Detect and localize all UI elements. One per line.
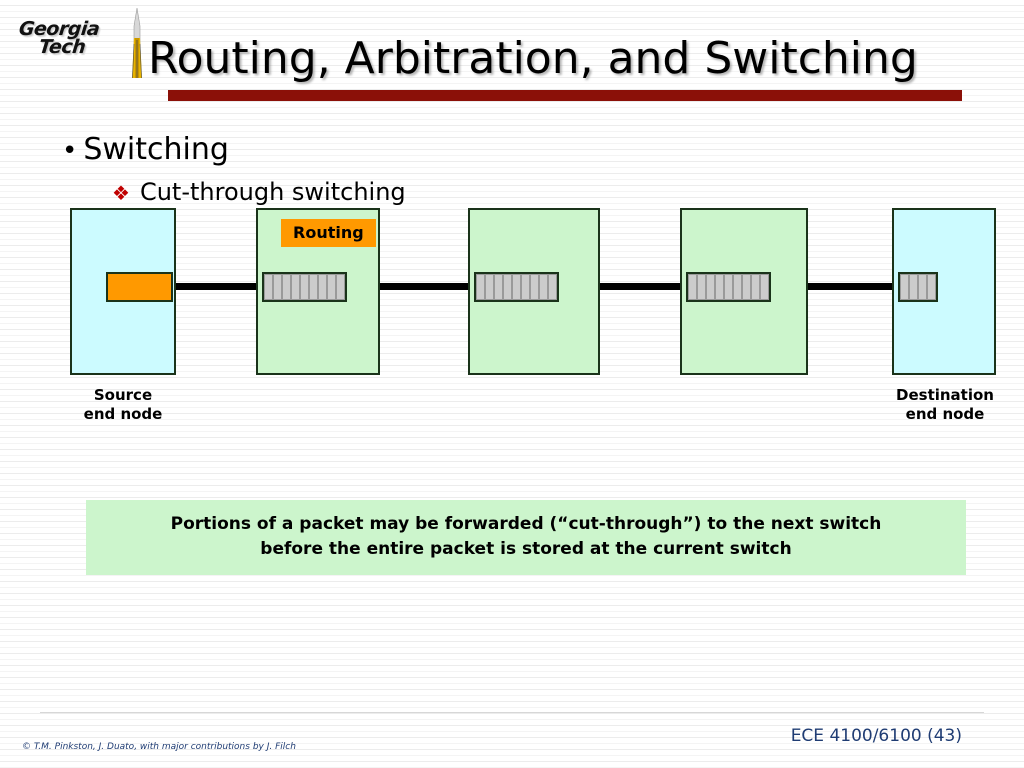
flit xyxy=(109,275,116,299)
bullet-level2: ❖ Cut-through switching xyxy=(112,178,406,206)
flit xyxy=(901,275,908,299)
caption-destination-line2: end node xyxy=(905,404,985,423)
caption-source-line1: Source xyxy=(93,386,153,404)
flit xyxy=(707,275,714,299)
flit xyxy=(283,275,290,299)
flit xyxy=(154,275,161,299)
flit xyxy=(919,275,926,299)
callout-box: Portions of a packet may be forwarded (“… xyxy=(86,500,966,576)
flit xyxy=(504,275,511,299)
flit xyxy=(163,275,170,299)
flit xyxy=(928,275,935,299)
flit xyxy=(689,275,696,299)
caption-destination-end-node: Destination end node xyxy=(874,386,1016,424)
georgia-tech-logo: Georgia Tech xyxy=(14,6,154,86)
flit xyxy=(310,275,317,299)
node-switch-2 xyxy=(468,208,600,375)
callout-line-1: Portions of a packet may be forwarded (“… xyxy=(170,514,882,534)
packet-flits-destination xyxy=(898,272,938,302)
footer-divider xyxy=(40,712,984,713)
node-switch-3 xyxy=(680,208,808,375)
flit xyxy=(136,275,143,299)
flit xyxy=(910,275,917,299)
flit xyxy=(549,275,556,299)
link-switch2-to-switch3 xyxy=(592,283,684,290)
tech-tower-icon xyxy=(132,8,142,79)
flit xyxy=(513,275,520,299)
flit xyxy=(337,275,344,299)
caption-source-line2: end node xyxy=(83,404,163,423)
routing-badge: Routing xyxy=(281,219,376,247)
bullet-level1-label: Switching xyxy=(83,132,229,167)
caption-destination-line1: Destination xyxy=(896,386,994,404)
flit xyxy=(118,275,125,299)
link-switch1-to-switch2 xyxy=(378,283,474,290)
flit xyxy=(477,275,484,299)
flit xyxy=(522,275,529,299)
flit xyxy=(486,275,493,299)
flit xyxy=(752,275,759,299)
packet-flits-switch-2 xyxy=(474,272,559,302)
flit xyxy=(127,275,134,299)
bullet-level1: • Switching xyxy=(62,132,229,167)
flit xyxy=(301,275,308,299)
flit xyxy=(698,275,705,299)
flit xyxy=(743,275,750,299)
flit xyxy=(495,275,502,299)
flit xyxy=(328,275,335,299)
flit xyxy=(725,275,732,299)
link-source-to-switch1 xyxy=(168,283,262,290)
node-destination-end-node xyxy=(892,208,996,375)
packet-flits-switch-3 xyxy=(686,272,771,302)
logo-line-tech: Tech xyxy=(37,36,87,58)
flit xyxy=(761,275,768,299)
flit xyxy=(734,275,741,299)
logo-wordmark: Georgia Tech xyxy=(16,18,101,58)
footer-course-label: ECE 4100/6100 (43) xyxy=(790,726,962,746)
flit xyxy=(265,275,272,299)
node-source-end-node xyxy=(70,208,176,375)
packet-flits-source xyxy=(106,272,173,302)
flit xyxy=(716,275,723,299)
packet-flits-switch-1 xyxy=(262,272,347,302)
caption-source-end-node: Source end node xyxy=(56,386,190,424)
node-switch-1 xyxy=(256,208,380,375)
flit xyxy=(540,275,547,299)
diamond-bullet-icon: ❖ xyxy=(112,181,130,205)
footer-credit-label: © T.M. Pinkston, J. Duato, with major co… xyxy=(22,742,296,752)
link-switch3-to-destination xyxy=(802,283,896,290)
bullet-level2-label: Cut-through switching xyxy=(139,178,406,206)
flit xyxy=(145,275,152,299)
title-underline-rule xyxy=(168,90,962,101)
flit xyxy=(274,275,281,299)
flit xyxy=(292,275,299,299)
slide-title: Routing, Arbitration, and Switching xyxy=(148,33,918,84)
bullet-dot-icon: • xyxy=(62,136,78,166)
callout-line-2: before the entire packet is stored at th… xyxy=(260,538,792,559)
flit xyxy=(319,275,326,299)
flit xyxy=(531,275,538,299)
